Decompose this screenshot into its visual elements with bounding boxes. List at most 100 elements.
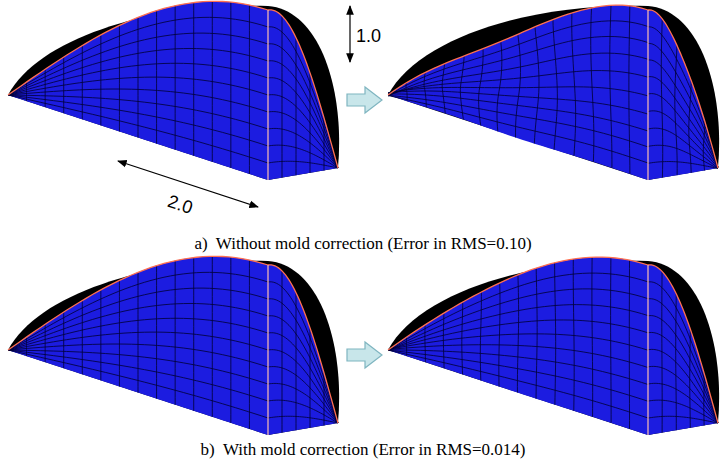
left-face xyxy=(388,5,648,180)
dimension-label: 1.0 xyxy=(356,26,381,47)
dome-model xyxy=(8,1,339,180)
edge-line xyxy=(648,10,718,168)
mesh-line xyxy=(268,61,338,168)
face-fill xyxy=(8,256,268,435)
mesh-line xyxy=(8,350,268,401)
edge-line xyxy=(268,265,338,423)
mesh-line xyxy=(610,258,612,423)
edge-line xyxy=(267,10,268,180)
left-face xyxy=(388,257,648,435)
mesh-line xyxy=(648,43,718,167)
mesh-line xyxy=(629,6,630,174)
mesh-line xyxy=(8,350,268,418)
mesh-line xyxy=(8,95,268,129)
right-face xyxy=(648,265,718,435)
mesh-line xyxy=(8,95,268,163)
mesh-line xyxy=(8,17,268,95)
edge-line xyxy=(268,10,338,168)
mesh-line xyxy=(388,350,648,401)
mesh-line xyxy=(648,27,718,168)
edge-line xyxy=(647,10,648,180)
edge-line xyxy=(8,1,268,95)
mesh-line xyxy=(516,34,521,137)
mesh-line xyxy=(388,91,648,114)
edge-line xyxy=(647,265,648,435)
edge-line xyxy=(267,265,268,435)
mesh-line xyxy=(268,44,338,168)
caption-text: a) Without mold correction (Error in RMS… xyxy=(0,234,726,254)
mesh-line xyxy=(268,316,338,423)
dimension-label: 2.0 xyxy=(165,191,195,219)
face-fill xyxy=(388,257,648,435)
mesh-line xyxy=(8,344,268,367)
mesh-line xyxy=(648,282,718,423)
mesh-line xyxy=(517,275,518,393)
mesh-line xyxy=(388,95,648,147)
edge-line xyxy=(388,5,648,95)
mesh-line xyxy=(8,33,268,95)
mesh-line xyxy=(572,13,576,156)
mesh-line xyxy=(388,87,648,96)
face-fill xyxy=(388,5,648,180)
mesh-line xyxy=(8,95,268,146)
face-fill xyxy=(648,10,718,180)
mesh-line xyxy=(268,112,338,168)
mesh-line xyxy=(648,316,718,423)
dome-model xyxy=(388,5,719,180)
mesh-line xyxy=(388,53,648,95)
mesh-line xyxy=(497,42,502,132)
mesh-line xyxy=(388,350,648,385)
mesh-line xyxy=(388,36,648,96)
mesh-line xyxy=(268,400,338,423)
mesh-line xyxy=(268,78,338,168)
dome-model xyxy=(8,256,339,435)
face-fill xyxy=(8,1,268,180)
mesh-line xyxy=(388,334,648,350)
mesh-line xyxy=(648,77,718,167)
mesh-line xyxy=(648,366,718,423)
dome-top xyxy=(388,6,719,180)
mesh-line xyxy=(388,350,648,418)
mesh-line xyxy=(573,259,575,411)
mesh-line xyxy=(610,5,612,168)
mesh-line xyxy=(8,288,268,350)
mesh-line xyxy=(648,145,718,168)
edge-line xyxy=(388,257,648,350)
mesh-line xyxy=(268,27,338,168)
mesh-line xyxy=(591,257,593,416)
mesh-line xyxy=(388,21,648,96)
transition-arrow xyxy=(347,342,382,368)
mesh-line xyxy=(648,111,718,168)
mesh-line xyxy=(8,272,268,350)
left-face xyxy=(8,1,268,180)
mesh-line xyxy=(479,49,483,126)
face-fill xyxy=(268,265,338,435)
mesh-line xyxy=(388,320,648,350)
mesh-line xyxy=(388,289,648,350)
mesh-line xyxy=(442,64,445,114)
mesh-line xyxy=(268,282,338,423)
mesh-line xyxy=(534,27,539,144)
dimension-arrow xyxy=(349,6,350,62)
face-fill xyxy=(268,10,338,180)
dome-model xyxy=(388,257,719,435)
mesh-line xyxy=(388,273,648,350)
mesh-line xyxy=(536,268,537,398)
mesh-line xyxy=(648,162,718,169)
caption-text: b) With mold correction (Error in RMS=0.… xyxy=(0,440,726,460)
right-face xyxy=(648,10,718,180)
face-fill xyxy=(648,265,718,435)
right-face xyxy=(268,265,338,435)
mesh-line xyxy=(268,333,338,423)
mesh-line xyxy=(8,350,268,384)
mesh-line xyxy=(591,8,594,162)
mesh-line xyxy=(268,299,338,423)
mesh-line xyxy=(553,19,557,149)
mesh-line xyxy=(388,94,648,131)
mesh-line xyxy=(689,81,691,173)
mesh-line xyxy=(555,263,556,405)
edge-line xyxy=(648,265,718,423)
mesh-line xyxy=(268,145,338,168)
mesh-line xyxy=(388,345,648,368)
